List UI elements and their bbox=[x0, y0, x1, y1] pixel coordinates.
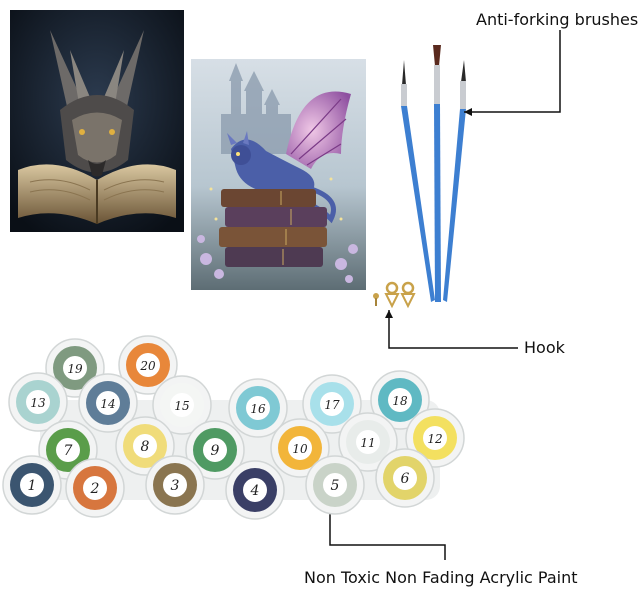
pot-sticker bbox=[393, 466, 417, 490]
pot-number: 1 bbox=[28, 478, 37, 494]
pot-number: 20 bbox=[139, 359, 156, 373]
brush-middle bbox=[433, 45, 441, 302]
paint-pot-15: 15 bbox=[152, 375, 212, 435]
paint-pot-5: 5 bbox=[305, 455, 365, 515]
pot-sticker bbox=[203, 438, 227, 462]
pot-sticker bbox=[83, 476, 107, 500]
paint-pot-18: 18 bbox=[370, 370, 430, 430]
paint-pot-10: 10 bbox=[270, 418, 330, 478]
pot-sticker bbox=[170, 393, 194, 417]
brushes-group bbox=[395, 40, 475, 310]
pot-number: 3 bbox=[171, 478, 180, 494]
dark-dragon-painting bbox=[10, 10, 184, 232]
pot-sticker bbox=[288, 436, 312, 460]
pot-number: 5 bbox=[331, 478, 340, 494]
pot-sticker bbox=[323, 473, 347, 497]
paint-pot-20: 20 bbox=[118, 335, 178, 395]
pot-sticker bbox=[133, 434, 157, 458]
paint-pot-12: 12 bbox=[405, 408, 465, 468]
pot-number: 11 bbox=[360, 436, 375, 450]
pot-number: 6 bbox=[401, 471, 410, 487]
hook-label: Hook bbox=[524, 338, 565, 357]
pot-sticker bbox=[243, 478, 267, 502]
paint-pot-14: 14 bbox=[78, 373, 138, 433]
pot-sticker bbox=[388, 388, 412, 412]
paint-pot-16: 16 bbox=[228, 378, 288, 438]
brushes-label: Anti-forking brushes bbox=[476, 10, 639, 29]
pot-sticker bbox=[356, 430, 380, 454]
purple-dragon-painting bbox=[191, 59, 366, 290]
pot-number: 12 bbox=[427, 432, 442, 446]
pot-number: 8 bbox=[141, 439, 150, 455]
pot-number: 10 bbox=[292, 442, 308, 456]
pot-sticker bbox=[96, 391, 120, 415]
pot-sticker bbox=[423, 426, 447, 450]
pot-sticker bbox=[163, 473, 187, 497]
hook-icon bbox=[368, 280, 420, 310]
pot-number: 17 bbox=[324, 398, 340, 412]
paint-pot-9: 9 bbox=[185, 420, 245, 480]
pot-number: 15 bbox=[174, 399, 189, 413]
paint-pot-1: 1 bbox=[2, 455, 62, 515]
pot-number: 18 bbox=[392, 394, 408, 408]
pot-number: 2 bbox=[90, 481, 100, 497]
pot-sticker bbox=[320, 392, 344, 416]
brush-right bbox=[443, 60, 466, 302]
pot-number: 14 bbox=[100, 397, 115, 411]
paint-pot-3: 3 bbox=[145, 455, 205, 515]
pot-number: 16 bbox=[250, 402, 266, 416]
pot-number: 7 bbox=[64, 443, 73, 459]
paint-pot-4: 4 bbox=[225, 460, 285, 520]
pot-sticker bbox=[20, 473, 44, 497]
pot-number: 19 bbox=[67, 362, 83, 376]
paint-pot-11: 11 bbox=[338, 412, 398, 472]
pot-sticker bbox=[26, 390, 50, 414]
pot-number: 9 bbox=[211, 443, 220, 459]
pot-sticker bbox=[56, 438, 80, 462]
pot-number: 4 bbox=[250, 483, 260, 499]
brush-left bbox=[401, 60, 435, 302]
pot-sticker bbox=[136, 353, 160, 377]
pot-number: 13 bbox=[30, 396, 46, 410]
pot-sticker bbox=[63, 356, 87, 380]
paint-pot-17: 17 bbox=[302, 374, 362, 434]
paint-pot-6: 6 bbox=[375, 448, 435, 508]
paint-pot-13: 13 bbox=[8, 372, 68, 432]
paint-label: Non Toxic Non Fading Acrylic Paint bbox=[304, 568, 578, 587]
paint-pot-2: 2 bbox=[65, 458, 125, 518]
pot-sticker bbox=[246, 396, 270, 420]
